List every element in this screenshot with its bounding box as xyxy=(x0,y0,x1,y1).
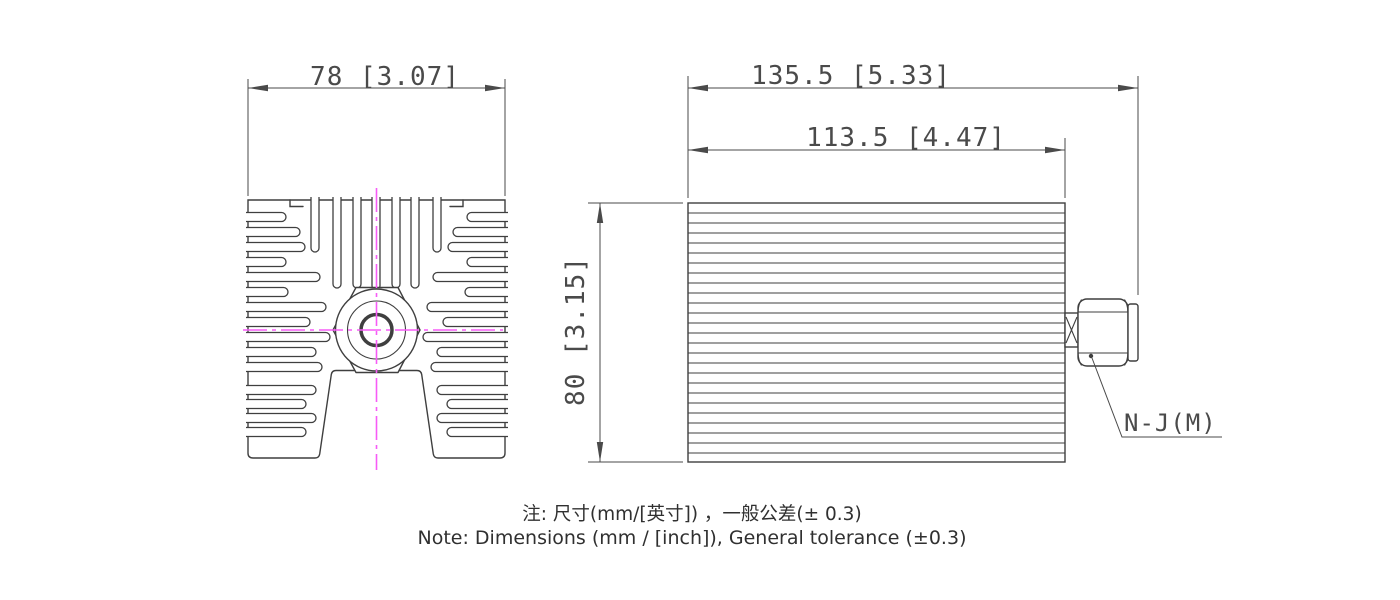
dimension-front-width: 78 [3.07] xyxy=(247,62,506,196)
side-view: N-J(M) xyxy=(687,202,1222,463)
connector-leader: N-J(M) xyxy=(1088,353,1222,438)
note-line-chinese: 注: 尺寸(mm/[英寸]) ，一般公差(± 0.3) xyxy=(522,504,861,525)
front-centerlines xyxy=(243,188,503,470)
connector-hex-chamfers xyxy=(1077,299,1129,366)
front-left-fin-slots xyxy=(246,211,331,438)
connector-hex-body xyxy=(1077,298,1129,367)
arrowhead-right xyxy=(485,84,505,92)
height-label: 80 [3.15] xyxy=(561,256,591,406)
front-width-label: 78 [3.07] xyxy=(310,62,460,92)
arrowhead-left xyxy=(688,84,708,92)
dimension-height: 80 [3.15] xyxy=(561,202,683,463)
front-right-fin-slots xyxy=(422,211,508,438)
leader-dot xyxy=(1088,353,1094,359)
dimension-overall-length: 135.5 [5.33] xyxy=(687,61,1139,295)
arrowhead-right xyxy=(1045,146,1065,154)
connector-hex-flats xyxy=(1078,311,1128,354)
note-line-english: Note: Dimensions (mm / [inch]), General … xyxy=(418,527,967,549)
connector-neck-cross xyxy=(1065,316,1078,344)
side-connector xyxy=(1064,298,1139,367)
arrowhead-bottom xyxy=(596,442,604,462)
front-top-right-tab xyxy=(449,199,464,208)
connector-label: N-J(M) xyxy=(1124,409,1217,437)
overall-length-label: 135.5 [5.33] xyxy=(751,61,951,91)
arrowhead-left xyxy=(248,84,268,92)
arrowhead-top xyxy=(596,203,604,223)
leader-line xyxy=(1091,357,1222,438)
front-view xyxy=(243,188,508,470)
body-length-label: 113.5 [4.47] xyxy=(806,123,1006,153)
arrowhead-right xyxy=(1118,84,1138,92)
arrowhead-left xyxy=(688,146,708,154)
notes-block: 注: 尺寸(mm/[英寸]) ，一般公差(± 0.3) Note: Dimens… xyxy=(418,504,967,549)
side-fin-lines xyxy=(688,212,1065,454)
dimension-body-length: 113.5 [4.47] xyxy=(688,123,1066,198)
front-top-left-tab xyxy=(289,199,304,208)
connector-end-cap xyxy=(1127,303,1139,362)
